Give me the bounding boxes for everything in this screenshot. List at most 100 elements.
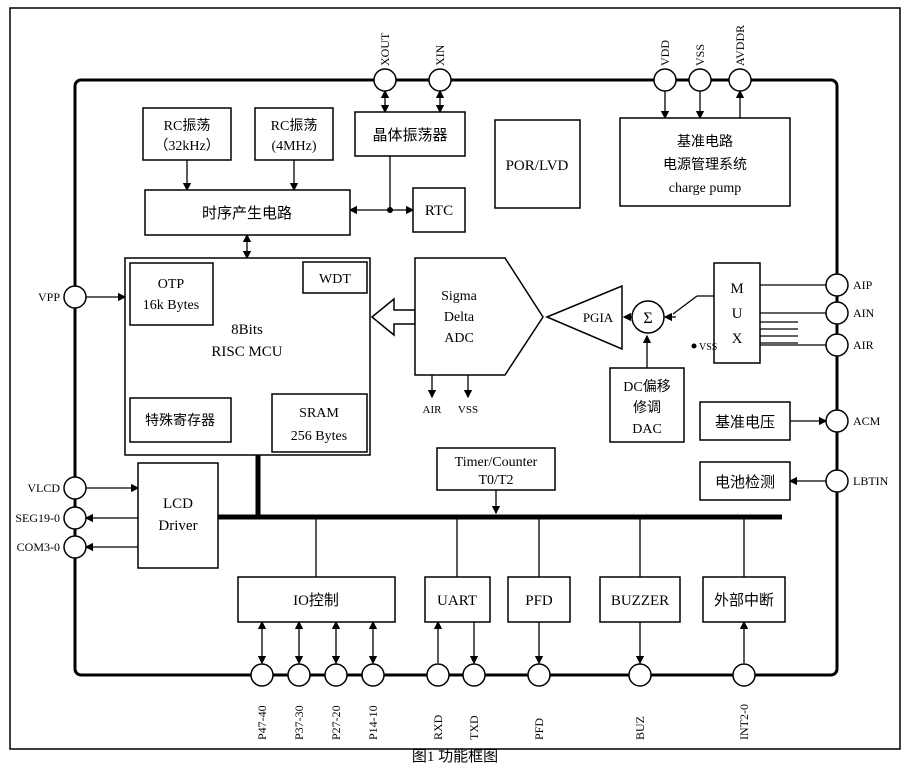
io-label: IO控制 <box>293 592 339 609</box>
pin-air <box>825 333 849 357</box>
pin-p37-30 <box>287 663 311 687</box>
pin-rxd <box>426 663 450 687</box>
pin-int2-0-label: INT2-0 <box>737 704 751 740</box>
pin-txd <box>462 663 486 687</box>
mux-label-3: X <box>732 331 743 347</box>
wdt-box <box>302 261 368 294</box>
adc-shape <box>414 257 544 376</box>
block-external-interrupt: 外部中断 <box>702 576 786 623</box>
pin-p47-40 <box>250 663 274 687</box>
crystal-box <box>354 111 466 157</box>
pin-seg <box>63 506 87 530</box>
dac-label-2: 修调 <box>633 400 661 416</box>
pin-xout-label: XOUT <box>378 32 392 66</box>
pmu-label-3: charge pump <box>669 181 741 196</box>
timing-label: 时序产生电路 <box>202 205 292 222</box>
pin-buz <box>628 663 652 687</box>
rc4-box <box>254 107 334 161</box>
pin-rxd-label: RXD <box>431 714 445 740</box>
rc32-label-1: RC振荡 <box>164 118 211 134</box>
pin-lbtin <box>825 469 849 493</box>
sram-label-2: 256 Bytes <box>291 429 347 444</box>
pin-aip-label: AIP <box>853 278 873 292</box>
pin-p14-10-label: P14-10 <box>366 705 380 740</box>
pin-p14-10 <box>361 663 385 687</box>
por-lvd-box <box>494 119 581 209</box>
mux-box <box>713 262 761 364</box>
sram-label-1: SRAM <box>299 406 339 421</box>
mux-label-2: U <box>732 306 743 322</box>
page-border <box>9 7 901 750</box>
block-rc32: RC振荡 （32kHz） <box>142 107 232 161</box>
pmu-label-1: 基准电路 <box>677 133 733 150</box>
sfr-box <box>129 397 232 443</box>
block-power-management: 基准电路 电源管理系统 charge pump <box>619 117 791 207</box>
lcd-label-1: LCD <box>163 496 193 512</box>
timer-label-1: Timer/Counter <box>455 455 538 470</box>
pin-vlcd <box>63 476 87 500</box>
otp-box <box>129 262 214 326</box>
pin-ain <box>825 301 849 325</box>
por-lvd-label: POR/LVD <box>506 158 569 174</box>
rc4-label-2: (4MHz) <box>271 139 316 154</box>
rc32-box <box>142 107 232 161</box>
buzzer-label: BUZZER <box>611 593 669 609</box>
rtc-label: RTC <box>425 203 453 219</box>
pin-xin-label: XIN <box>433 44 447 66</box>
pin-pfd-label: PFD <box>532 718 546 740</box>
top-pins: XOUT XIN VDD VSS AVDDR <box>373 25 752 92</box>
mcu-label-1: 8Bits <box>231 322 263 338</box>
otp-label-2: 16k Bytes <box>143 298 199 313</box>
summer-label: Σ <box>643 310 652 327</box>
adc-to-mcu-block-arrow <box>370 297 416 337</box>
left-pins: VPP VLCD SEG19-0 COM3-0 <box>15 285 87 559</box>
pin-avddr-label: AVDDR <box>733 25 747 66</box>
pmu-label-2: 电源管理系统 <box>663 157 747 173</box>
figure-caption: 图1 功能框图 <box>412 748 498 765</box>
pin-vdd-label: VDD <box>658 40 672 66</box>
block-uart: UART <box>424 576 491 623</box>
block-buzzer: BUZZER <box>599 576 681 623</box>
block-por-lvd: POR/LVD <box>494 119 581 209</box>
bottom-pins: P47-40 P37-30 P27-20 P14-10 RXD TXD PFD … <box>250 663 756 740</box>
block-pgia: PGIA <box>545 284 623 351</box>
mux-label-1: M <box>730 281 743 297</box>
block-vref: 基准电压 <box>699 401 791 441</box>
timer-box <box>436 447 556 491</box>
pin-vss <box>688 68 712 92</box>
sram-box <box>271 393 368 453</box>
pfd-label: PFD <box>525 593 553 609</box>
adc-label-3: ADC <box>444 331 474 346</box>
vref-box <box>699 401 791 441</box>
pin-xin <box>428 68 452 92</box>
dac-label-1: DC偏移 <box>623 379 670 395</box>
adc-vss-label: VSS <box>458 404 478 416</box>
pin-avddr <box>728 68 752 92</box>
block-pfd: PFD <box>507 576 571 623</box>
uart-label: UART <box>437 593 477 609</box>
pin-pfd <box>527 663 551 687</box>
pin-vdd <box>653 68 677 92</box>
pin-aip <box>825 273 849 297</box>
pin-txd-label: TXD <box>467 715 481 740</box>
crystal-label: 晶体振荡器 <box>372 127 447 144</box>
wdt-label: WDT <box>319 272 351 287</box>
timing-box <box>144 189 351 236</box>
summer-circle <box>631 300 665 334</box>
pin-p27-20-label: P27-20 <box>329 705 343 740</box>
adc-label-2: Delta <box>444 310 475 325</box>
mux-vss-label: VSS <box>699 342 717 353</box>
right-pins: AIP AIN AIR ACM LBTIN <box>825 273 889 493</box>
vss-contact-dot <box>691 343 697 349</box>
chip-boundary <box>73 78 839 677</box>
pin-acm <box>825 409 849 433</box>
block-offset-dac: DC偏移 修调 DAC <box>609 367 685 443</box>
rc32-label-2: （32kHz） <box>154 138 219 154</box>
block-battery-detect: 电池检测 <box>699 461 791 501</box>
pfd-box <box>507 576 571 623</box>
mcu-label-2: RISC MCU <box>211 344 282 360</box>
pin-xout <box>373 68 397 92</box>
block-timer-counter: Timer/Counter T0/T2 <box>436 447 556 491</box>
